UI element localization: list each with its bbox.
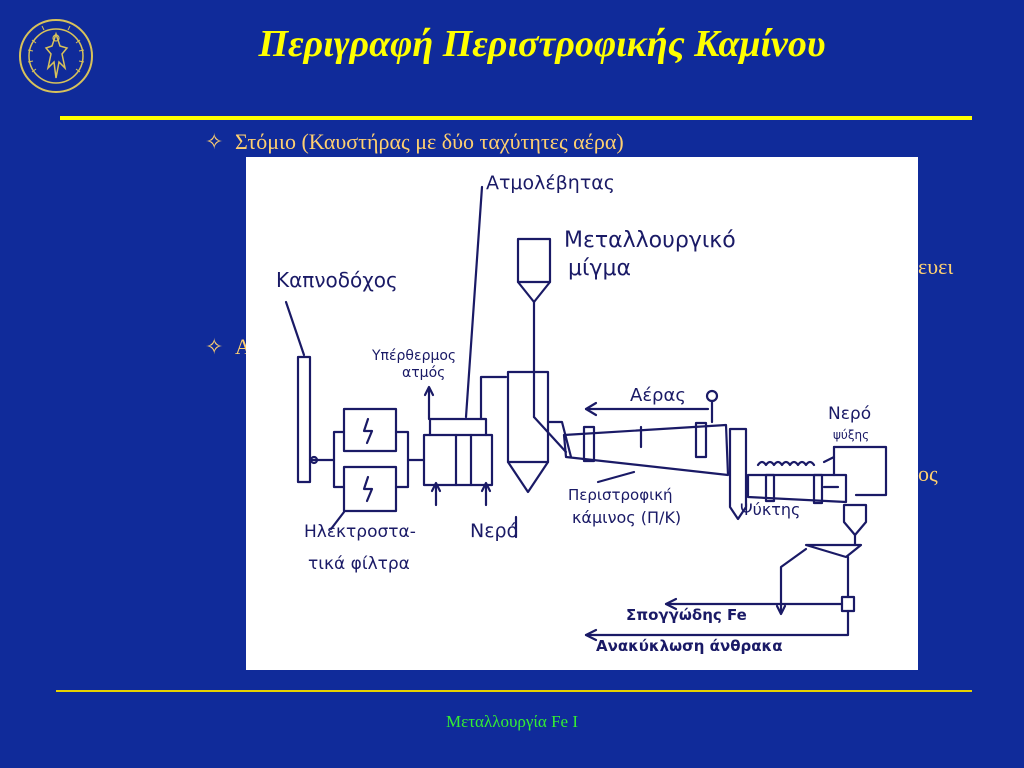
- label-cooling-water-line2: ψύξης: [833, 428, 869, 442]
- university-seal-logo: [18, 18, 94, 94]
- label-cooling-water-line1: Νερό: [828, 404, 871, 424]
- chimney-stack: [296, 355, 312, 484]
- label-metal-mix-line2: μίγμα: [568, 256, 631, 281]
- screen-separator: [804, 543, 863, 559]
- label-chimney: Καπνοδόχος: [276, 268, 398, 292]
- waste-heat-boiler: [422, 433, 494, 487]
- label-carbon-recycle: Ανακύκλωση άνθρακα: [596, 637, 783, 655]
- footer-divider: [56, 690, 972, 692]
- label-air: Αέρας: [630, 385, 686, 406]
- label-kiln-line1: Περιστροφική: [568, 486, 673, 504]
- feed-hopper: [516, 237, 552, 304]
- occluded-text-fragment: ος: [918, 461, 938, 486]
- label-superheated-line1: Υπέρθερμος: [371, 348, 456, 364]
- label-metal-mix-line1: Μεταλλουργικό: [564, 228, 736, 253]
- label-sponge-iron: Σπογγώδης Fe: [626, 606, 747, 624]
- label-superheated-line2: ατμός: [402, 365, 445, 381]
- chimney-pointer: [284, 300, 306, 357]
- label-kiln-line2: κάμινος (Π/Κ): [572, 508, 681, 527]
- bullet-item-second: ✧Α: [205, 334, 251, 360]
- label-cooler: Ψύκτης: [740, 500, 800, 519]
- title-divider: [60, 116, 972, 120]
- electrostatic-filter-bottom: [342, 465, 398, 513]
- four-pointed-star-icon: ✧: [205, 334, 224, 359]
- rotary-kiln-shell: [562, 423, 730, 477]
- label-water: Νερό: [470, 520, 518, 542]
- rotary-kiln-process-diagram: Ατμολέβητας Μεταλλουργικό μίγμα Καπνοδόχ…: [246, 157, 918, 670]
- bullet-item-nozzle: ✧ Στόμιο (Καυστήρας με δύο ταχύτητες αέρα…: [205, 129, 624, 155]
- bullet-text: Στόμιο (Καυστήρας με δύο ταχύτητες αέρα): [235, 129, 624, 154]
- footer-course-name: Μεταλλουργία Fe I: [445, 712, 579, 731]
- process-flow-svg: Ατμολέβητας Μεταλλουργικό μίγμα Καπνοδόχ…: [276, 172, 888, 655]
- slide-title: Περιγραφή Περιστροφικής Καμίνου: [258, 23, 826, 65]
- dust-chamber: [506, 370, 550, 494]
- label-filters-line2: τικά φίλτρα: [308, 554, 410, 574]
- cooling-water-tank: [832, 445, 888, 497]
- electrostatic-filter-top: [342, 407, 398, 453]
- rotary-cooler: [746, 473, 848, 504]
- label-steam-drum: Ατμολέβητας: [486, 172, 615, 194]
- occluded-text-fragment: ευει: [918, 254, 954, 279]
- seal-emblem-icon: [19, 19, 93, 93]
- four-pointed-star-icon: ✧: [205, 129, 224, 154]
- label-filters-line1: Ηλεκτροστα-: [304, 522, 416, 542]
